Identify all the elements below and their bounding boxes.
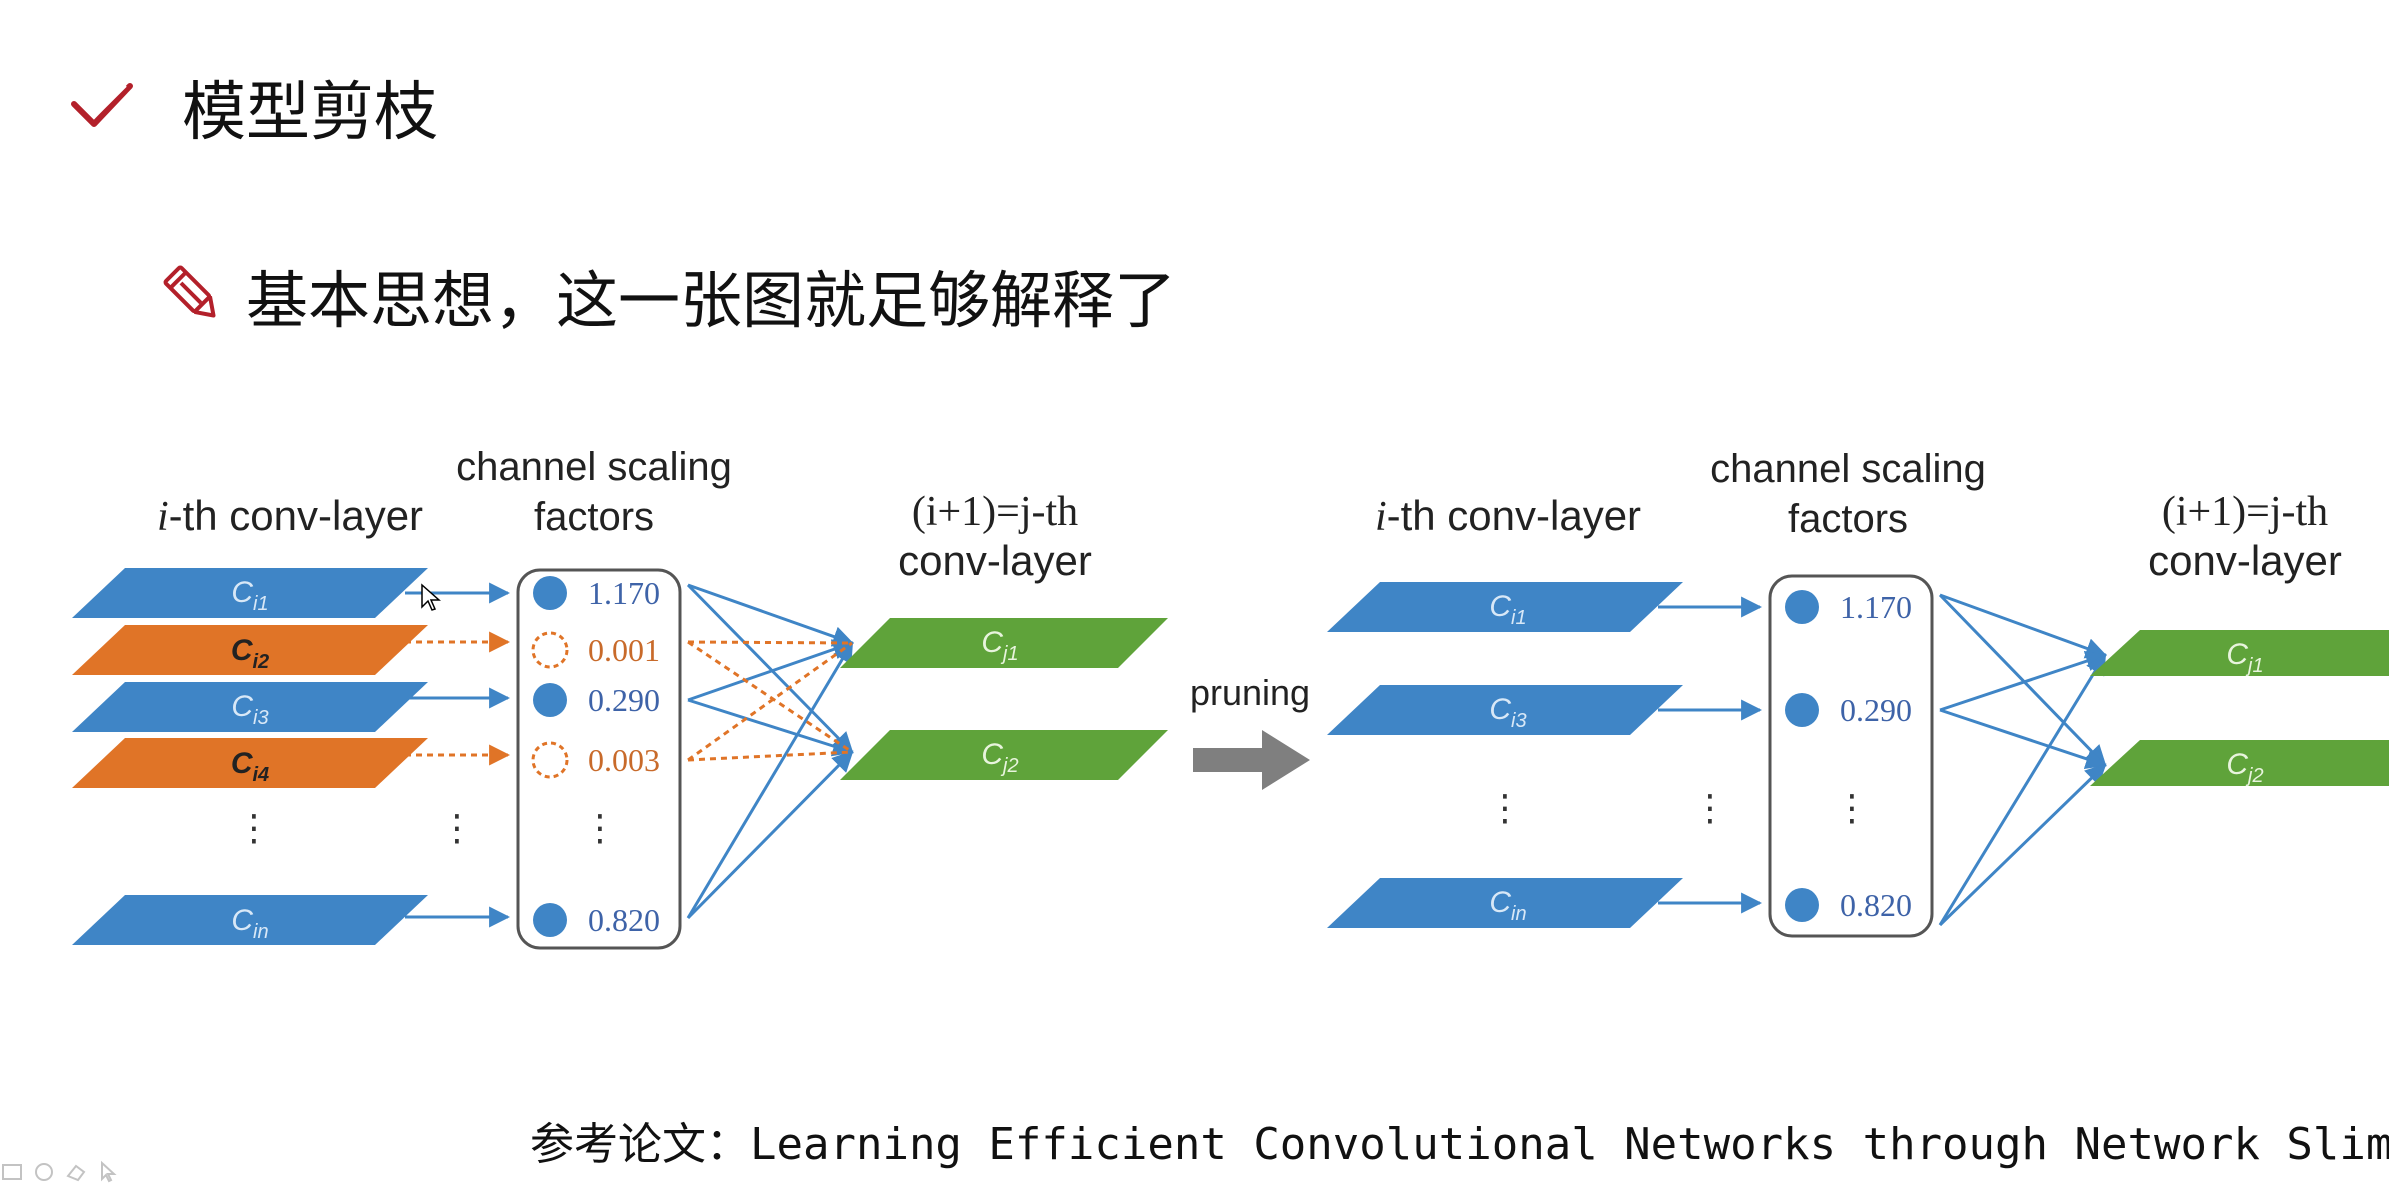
factor-value-1: 1.170 — [588, 575, 660, 611]
slide-menu-icon[interactable] — [0, 1160, 24, 1184]
right-channel-planes: Ci1 Ci3 ⋮ Cin — [1327, 582, 1683, 928]
channel-plane-ci1: Ci1 — [72, 568, 428, 618]
next-plane-cj1: Cj1 — [840, 618, 1168, 668]
svg-text:Ci2: Ci2 — [231, 634, 269, 673]
channel-plane-ci4: Ci4 — [72, 738, 428, 788]
svg-text:Cj2: Cj2 — [2226, 748, 2263, 787]
right-factor-value-3: 0.820 — [1840, 887, 1912, 923]
svg-text:Cj2: Cj2 — [981, 738, 1018, 777]
right-panel: i-th conv-layer channel scaling factors … — [1327, 447, 2389, 938]
right-factor-value-1: 1.170 — [1840, 589, 1912, 625]
network-slimming-diagram: i-th conv-layer channel scaling factors … — [72, 445, 2389, 950]
right-input-arrows: ⋮ — [1658, 596, 1763, 914]
factor-value-4: 0.003 — [588, 742, 660, 778]
left-factors-title-2: factors — [534, 495, 654, 539]
factor-value-5: 0.820 — [588, 902, 660, 938]
factor-ellipsis: ⋮ — [582, 807, 618, 848]
checkmark-icon — [71, 83, 133, 127]
svg-text:Ci4: Ci4 — [231, 747, 269, 786]
channel-plane-cin-kept: Cin — [1327, 878, 1683, 928]
next-plane-cj2: Cj2 — [840, 730, 1168, 780]
reference-citation: 参考论文：Learning Efficient Convolutional Ne… — [530, 1108, 2389, 1172]
channel-plane-cin: Cin — [72, 895, 428, 945]
right-next-planes: Cj1 Cj2 — [2090, 630, 2389, 787]
subtitle-row: 基本思想，这一张图就足够解释了 — [160, 250, 1176, 340]
left-input-arrows: ⋮ — [405, 582, 511, 928]
right-factor-ellipsis: ⋮ — [1834, 787, 1870, 828]
factor-value-2: 0.001 — [588, 632, 660, 668]
right-factors-title-2: factors — [1788, 497, 1908, 541]
channel-plane-ci1-kept: Ci1 — [1327, 582, 1683, 632]
svg-text:Ci1: Ci1 — [231, 576, 268, 615]
reference-title: Learning Efficient Convolutional Network… — [750, 1119, 2389, 1170]
svg-text:Ci3: Ci3 — [231, 690, 268, 729]
page-title: 模型剪枝 — [182, 76, 438, 150]
left-connections — [686, 583, 855, 920]
pointer-icon[interactable] — [96, 1160, 120, 1184]
cursor-icon — [421, 583, 441, 611]
right-next-plane-cj1: Cj1 — [2090, 630, 2389, 677]
left-panel: i-th conv-layer channel scaling factors … — [72, 445, 1168, 950]
svg-text:Ci1: Ci1 — [1489, 590, 1526, 629]
left-channel-planes: Ci1 Ci2 Ci3 Ci4 ⋮ Cin — [72, 568, 428, 945]
channel-plane-ci2: Ci2 — [72, 625, 428, 675]
left-next-label-2: conv-layer — [898, 537, 1092, 584]
right-factor-value-2: 0.290 — [1840, 692, 1912, 728]
left-factors-title-1: channel scaling — [456, 445, 732, 489]
left-layer-label: i-th conv-layer — [157, 492, 423, 540]
left-factors-box: 1.170 0.001 0.290 0.003 ⋮ 0.820 — [516, 568, 682, 950]
subtitle: 基本思想，这一张图就足够解释了 — [246, 264, 1177, 337]
factor-value-3: 0.290 — [588, 682, 660, 718]
reference-prefix: 参考论文： — [530, 1119, 750, 1170]
right-next-label-1: (i+1)=j-th — [2162, 489, 2328, 535]
right-factors-title-1: channel scaling — [1710, 447, 1986, 491]
svg-text:Cin: Cin — [231, 904, 268, 943]
pruning-arrow: pruning — [1190, 672, 1310, 790]
right-next-plane-cj2: Cj2 — [2090, 740, 2389, 787]
pencil-icon — [163, 265, 216, 318]
right-factors-box: 1.170 0.290 ⋮ 0.820 — [1768, 574, 1934, 938]
right-channel-ellipsis: ⋮ — [1487, 787, 1523, 828]
left-channel-ellipsis: ⋮ — [236, 807, 272, 848]
right-connections — [1938, 593, 2107, 927]
svg-text:Cj1: Cj1 — [2226, 638, 2263, 677]
svg-text:Ci3: Ci3 — [1489, 693, 1526, 732]
svg-text:Cin: Cin — [1489, 886, 1526, 925]
right-arrow-ellipsis: ⋮ — [1692, 787, 1728, 828]
left-arrow-ellipsis: ⋮ — [439, 807, 475, 848]
channel-plane-ci3-kept: Ci3 — [1327, 685, 1683, 735]
pen-tool-icon[interactable] — [32, 1160, 56, 1184]
channel-plane-ci3: Ci3 — [72, 682, 428, 732]
left-next-planes: Cj1 Cj2 — [840, 618, 1168, 780]
left-next-label-1: (i+1)=j-th — [912, 489, 1078, 535]
svg-text:Cj1: Cj1 — [981, 626, 1018, 665]
eraser-icon[interactable] — [64, 1160, 88, 1184]
title-row: 模型剪枝 — [70, 62, 438, 152]
pruning-label: pruning — [1190, 672, 1310, 713]
right-next-label-2: conv-layer — [2148, 537, 2342, 584]
slideshow-toolbar[interactable] — [0, 1160, 120, 1184]
right-layer-label: i-th conv-layer — [1375, 492, 1641, 540]
